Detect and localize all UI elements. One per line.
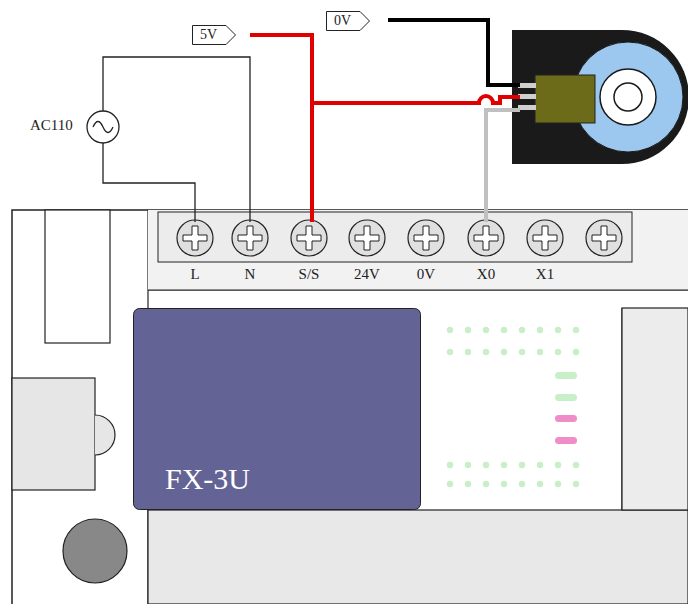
wire-5v <box>250 35 312 222</box>
led-dot <box>537 462 543 468</box>
led-dot <box>447 349 453 355</box>
led-dot <box>447 462 453 468</box>
signal-tag: 0V <box>326 11 370 31</box>
plc-front-panel: FX-3U <box>133 308 421 510</box>
led-dot <box>465 327 471 333</box>
sensor-pin <box>518 105 536 110</box>
led-dot <box>573 327 579 333</box>
status-led <box>555 437 577 444</box>
screw-slot <box>474 226 498 250</box>
led-dot <box>519 481 525 487</box>
plc-housing <box>12 210 688 604</box>
led-dot <box>465 462 471 468</box>
terminal-screw <box>527 220 563 256</box>
screw-slot <box>533 226 557 250</box>
status-led <box>555 415 577 422</box>
terminal-screws <box>177 220 622 256</box>
led-dot <box>501 327 507 333</box>
source-label: AC110 <box>30 117 73 134</box>
screw-slot <box>238 226 262 250</box>
terminal-screw <box>177 220 213 256</box>
wire-0v <box>388 20 520 85</box>
sensor-pin <box>518 83 536 88</box>
terminal-area <box>148 210 688 290</box>
port-latch <box>95 415 115 455</box>
status-led <box>555 394 577 401</box>
led-dot <box>573 349 579 355</box>
wire-n <box>103 57 250 222</box>
ac-source-symbol <box>87 111 119 143</box>
led-dot <box>519 327 525 333</box>
status-led <box>555 372 577 379</box>
terminal-label: X0 <box>477 266 495 283</box>
side-cover <box>622 308 688 510</box>
wire-5v-branch <box>312 96 520 103</box>
terminal-screw <box>291 220 327 256</box>
tag-text: 0V <box>334 13 352 29</box>
model-name: FX-3U <box>165 462 250 496</box>
led-dot <box>519 462 525 468</box>
terminal-label: L <box>190 266 199 283</box>
led-dot <box>555 349 561 355</box>
terminal-strip <box>158 212 632 262</box>
screw-slot <box>414 226 438 250</box>
housing-divider <box>148 289 688 290</box>
terminal-label: N <box>245 266 256 283</box>
screw-slot <box>183 226 207 250</box>
terminal-label: S/S <box>299 266 320 283</box>
led-dot <box>537 349 543 355</box>
led-dot <box>465 481 471 487</box>
terminal-screw <box>468 220 504 256</box>
led-dot <box>573 462 579 468</box>
led-dot <box>465 349 471 355</box>
wire-x0 <box>486 110 520 222</box>
tag-text: 5V <box>200 27 218 43</box>
led-indicators <box>447 327 579 487</box>
screw-slot <box>355 226 379 250</box>
led-dot <box>555 462 561 468</box>
sensor-shaft <box>614 83 642 111</box>
sensor-hub <box>600 69 656 125</box>
housing-divider <box>148 289 688 290</box>
bottom-panel <box>148 510 688 604</box>
side-port <box>12 378 95 490</box>
terminal-screw <box>232 220 268 256</box>
led-dot <box>501 349 507 355</box>
led-dot <box>537 481 543 487</box>
signal-tag: 5V <box>192 25 236 45</box>
led-dot <box>555 327 561 333</box>
terminal-label: X1 <box>536 266 554 283</box>
terminal-screw <box>586 220 622 256</box>
screw-slot <box>592 226 616 250</box>
terminal-screw <box>408 220 444 256</box>
led-dot <box>483 481 489 487</box>
wire-l <box>103 143 195 222</box>
led-dot <box>537 327 543 333</box>
led-dot <box>483 349 489 355</box>
sensor-body <box>512 30 688 164</box>
terminal-label: 0V <box>417 266 435 283</box>
cover-flap <box>45 210 110 343</box>
sensor-pin <box>518 94 536 99</box>
mount-hole <box>63 519 127 583</box>
screw-slot <box>297 226 321 250</box>
terminal-screw <box>349 220 385 256</box>
led-dot <box>573 481 579 487</box>
led-dot <box>447 327 453 333</box>
led-dot <box>447 481 453 487</box>
led-dot <box>501 462 507 468</box>
led-dot <box>483 462 489 468</box>
ac-wave <box>93 122 113 133</box>
led-dot <box>555 481 561 487</box>
led-dot <box>483 327 489 333</box>
led-dot <box>519 349 525 355</box>
sensor-connector <box>535 75 595 123</box>
terminal-label: 24V <box>354 266 380 283</box>
led-dot <box>501 481 507 487</box>
